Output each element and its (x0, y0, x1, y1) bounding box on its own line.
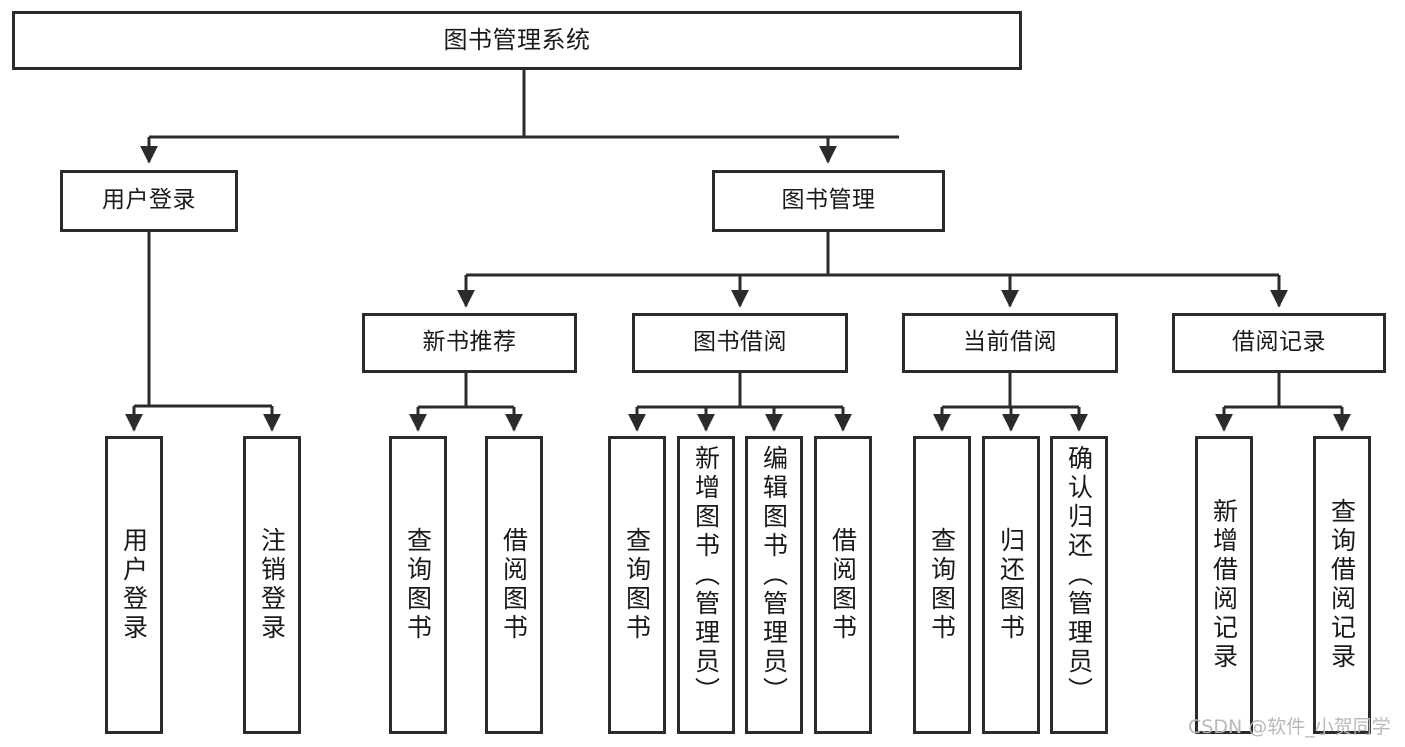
node-leaf-query-record[interactable]: 查询借阅记录 (1313, 436, 1371, 734)
node-leaf-return-book[interactable]: 归还图书 (982, 436, 1040, 734)
node-borrow-record[interactable]: 借阅记录 (1172, 313, 1386, 373)
node-user-login[interactable]: 用户登录 (60, 170, 238, 232)
node-leaf-query-book-2[interactable]: 查询图书 (608, 436, 666, 734)
node-leaf-user-login[interactable]: 用户登录 (105, 436, 163, 734)
node-leaf-query-book-3[interactable]: 查询图书 (913, 436, 971, 734)
node-book-borrow[interactable]: 图书借阅 (632, 313, 848, 373)
node-current-borrow-label: 当前借阅 (963, 329, 1057, 356)
node-leaf-query-book-1[interactable]: 查询图书 (389, 436, 447, 734)
node-leaf-query-book-2-label: 查询图书 (622, 527, 652, 643)
node-leaf-edit-book[interactable]: 编辑图书（管理员） (745, 436, 803, 734)
node-leaf-user-login-label: 用户登录 (119, 527, 149, 643)
node-user-login-label: 用户登录 (102, 187, 196, 214)
node-leaf-confirm-return-label: 确认归还（管理员） (1064, 445, 1094, 706)
node-leaf-logout-login[interactable]: 注销登录 (243, 436, 301, 734)
node-leaf-edit-book-label: 编辑图书（管理员） (759, 445, 789, 706)
node-root-system[interactable]: 图书管理系统 (12, 11, 1022, 70)
node-leaf-borrow-book-2[interactable]: 借阅图书 (814, 436, 872, 734)
node-leaf-query-book-1-label: 查询图书 (403, 527, 433, 643)
node-book-management-label: 图书管理 (781, 187, 876, 214)
node-root-system-label: 图书管理系统 (443, 26, 591, 55)
node-leaf-borrow-book-2-label: 借阅图书 (828, 527, 858, 643)
node-leaf-add-record-label: 新增借阅记录 (1209, 498, 1239, 672)
node-leaf-borrow-book-1-label: 借阅图书 (499, 527, 529, 643)
node-current-borrow[interactable]: 当前借阅 (902, 313, 1118, 373)
node-leaf-logout-login-label: 注销登录 (257, 527, 287, 643)
csdn-watermark: CSDN @软件_小贺同学 (1188, 716, 1391, 738)
node-leaf-return-book-label: 归还图书 (996, 527, 1026, 643)
node-leaf-query-book-3-label: 查询图书 (927, 527, 957, 643)
node-leaf-query-record-label: 查询借阅记录 (1327, 498, 1357, 672)
node-new-book-recommend-label: 新书推荐 (422, 329, 517, 356)
node-leaf-confirm-return[interactable]: 确认归还（管理员） (1050, 436, 1108, 734)
node-leaf-add-book[interactable]: 新增图书（管理员） (677, 436, 735, 734)
node-new-book-recommend[interactable]: 新书推荐 (362, 313, 577, 373)
node-leaf-add-book-label: 新增图书（管理员） (691, 445, 721, 706)
node-leaf-add-record[interactable]: 新增借阅记录 (1195, 436, 1253, 734)
node-book-management[interactable]: 图书管理 (712, 170, 945, 232)
node-borrow-record-label: 借阅记录 (1232, 329, 1326, 356)
node-book-borrow-label: 图书借阅 (693, 329, 787, 356)
node-leaf-borrow-book-1[interactable]: 借阅图书 (485, 436, 543, 734)
